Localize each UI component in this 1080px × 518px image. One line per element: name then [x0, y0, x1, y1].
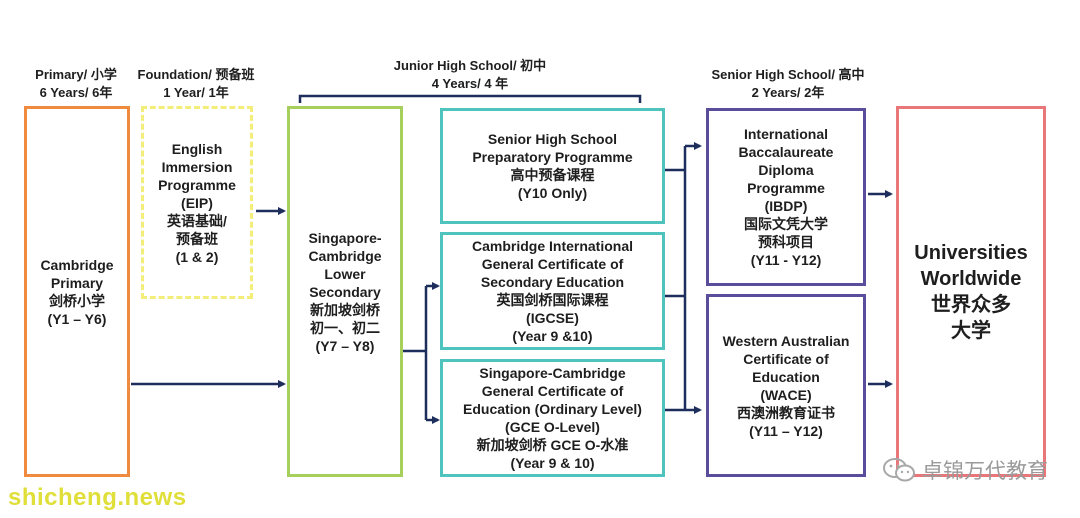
wechat-label: 卓锦万代教育	[922, 460, 1048, 483]
junior-bracket	[298, 94, 642, 103]
eip-line: Immersion	[161, 158, 233, 175]
gce-line: (GCE O-Level)	[505, 419, 600, 435]
ibdp-line: Baccalaureate	[738, 144, 834, 160]
box-wace: Western Australian Certificate of Educat…	[706, 294, 866, 477]
lower-secondary-line: 初一、初二	[310, 319, 380, 336]
gce-line: (Year 9 & 10)	[510, 455, 595, 471]
header-junior-line1: Junior High School/ 初中	[393, 58, 547, 73]
universities-line: Universities	[914, 241, 1028, 264]
ibdp-line: 国际文凭大学	[743, 216, 828, 232]
preparatory-line: Senior High School	[487, 131, 618, 147]
box-eip: English Immersion Programme (EIP) 英语基础/ …	[141, 106, 253, 299]
preparatory-line: (Y10 Only)	[517, 185, 588, 201]
cambridge-primary-line: 剑桥小学	[49, 292, 105, 309]
box-igcse: Cambridge International General Certific…	[440, 232, 665, 350]
preparatory-text: Senior High School Preparatory Programme…	[472, 130, 632, 202]
ibdp-line: (Y11 - Y12)	[750, 252, 822, 268]
wechat-watermark: 卓锦万代教育	[882, 455, 1048, 485]
eip-line: 预备班	[176, 230, 218, 247]
ibdp-line: 预科项目	[757, 234, 814, 250]
lower-secondary-line: (Y7 – Y8)	[315, 337, 375, 354]
gce-line: Singapore-Cambridge	[479, 365, 626, 381]
preparatory-line: 高中预备课程	[510, 167, 595, 183]
cambridge-primary-text: Cambridge Primary 剑桥小学 (Y1 – Y6)	[40, 256, 113, 328]
universities-line: 世界众多	[930, 293, 1011, 316]
header-junior-line2: 4 Years/ 4 年	[431, 76, 509, 91]
ibdp-line: Programme	[747, 180, 825, 196]
header-senior: Senior High School/ 高中 2 Years/ 2年	[698, 66, 878, 102]
eip-line: English	[171, 140, 223, 157]
ibdp-line: (IBDP)	[764, 198, 808, 214]
eip-line: (1 & 2)	[175, 248, 219, 265]
wechat-icon	[883, 458, 915, 482]
igcse-line: 英国剑桥国际课程	[496, 292, 609, 308]
cambridge-primary-line: (Y1 – Y6)	[47, 310, 107, 327]
cambridge-primary-line: Cambridge	[40, 256, 114, 273]
eip-line: Programme	[158, 176, 236, 193]
watermark-text: shicheng.news	[8, 484, 187, 511]
header-senior-line2: 2 Years/ 2年	[751, 85, 825, 100]
header-junior: Junior High School/ 初中 4 Years/ 4 年	[370, 57, 570, 93]
cambridge-primary-line: Primary	[50, 274, 104, 291]
universities-text: Universities Worldwide 世界众多 大学	[914, 240, 1027, 344]
universities-line: Worldwide	[920, 267, 1022, 290]
header-foundation-line2: 1 Year/ 1年	[163, 85, 229, 100]
box-preparatory: Senior High School Preparatory Programme…	[440, 108, 665, 224]
preparatory-line: Preparatory Programme	[472, 149, 633, 165]
wace-text: Western Australian Certificate of Educat…	[723, 332, 850, 440]
gce-line: 新加坡剑桥 GCE O-水准	[476, 437, 629, 453]
wace-line: Education	[752, 368, 820, 385]
gce-line: General Certificate of	[481, 383, 624, 399]
header-foundation-line1: Foundation/ 预备班	[137, 67, 255, 82]
header-senior-line1: Senior High School/ 高中	[711, 67, 865, 82]
box-gce-o-level: Singapore-Cambridge General Certificate …	[440, 359, 665, 477]
box-cambridge-primary: Cambridge Primary 剑桥小学 (Y1 – Y6)	[24, 106, 130, 477]
wace-line: Certificate of	[743, 350, 829, 367]
eip-text: English Immersion Programme (EIP) 英语基础/ …	[158, 140, 236, 266]
lower-secondary-line: Singapore-	[308, 229, 382, 246]
lower-secondary-text: Singapore- Cambridge Lower Secondary 新加坡…	[308, 229, 381, 355]
gce-line: Education (Ordinary Level)	[463, 401, 642, 417]
box-universities: Universities Worldwide 世界众多 大学	[896, 106, 1046, 477]
lower-secondary-line: Cambridge	[308, 247, 382, 264]
header-foundation: Foundation/ 预备班 1 Year/ 1年	[128, 66, 264, 102]
lower-secondary-line: Secondary	[309, 283, 381, 300]
ibdp-line: Diploma	[758, 162, 814, 178]
igcse-line: (Year 9 &10)	[512, 328, 593, 344]
igcse-text: Cambridge International General Certific…	[472, 237, 633, 345]
igcse-line: Secondary Education	[480, 274, 625, 290]
header-primary-line2: 6 Years/ 6年	[39, 85, 113, 100]
wace-line: Western Australian	[722, 332, 850, 349]
header-primary-line1: Primary/ 小学	[35, 67, 117, 82]
wace-line: (WACE)	[760, 386, 812, 403]
igcse-line: General Certificate of	[481, 256, 624, 272]
universities-line: 大学	[950, 319, 991, 342]
eip-line: 英语基础/	[167, 212, 227, 229]
gce-text: Singapore-Cambridge General Certificate …	[463, 364, 642, 472]
eip-line: (EIP)	[181, 194, 213, 211]
wace-line: (Y11 – Y12)	[749, 422, 823, 439]
wace-line: 西澳洲教育证书	[736, 404, 835, 421]
lower-secondary-line: 新加坡剑桥	[310, 301, 380, 318]
igcse-line: (IGCSE)	[526, 310, 579, 326]
ibdp-line: International	[743, 126, 828, 142]
lower-secondary-line: Lower	[324, 265, 366, 282]
header-primary: Primary/ 小学 6 Years/ 6年	[20, 66, 132, 102]
box-lower-secondary: Singapore- Cambridge Lower Secondary 新加坡…	[287, 106, 403, 477]
ibdp-text: International Baccalaureate Diploma Prog…	[739, 125, 834, 269]
box-ibdp: International Baccalaureate Diploma Prog…	[706, 108, 866, 286]
igcse-line: Cambridge International	[471, 238, 634, 254]
